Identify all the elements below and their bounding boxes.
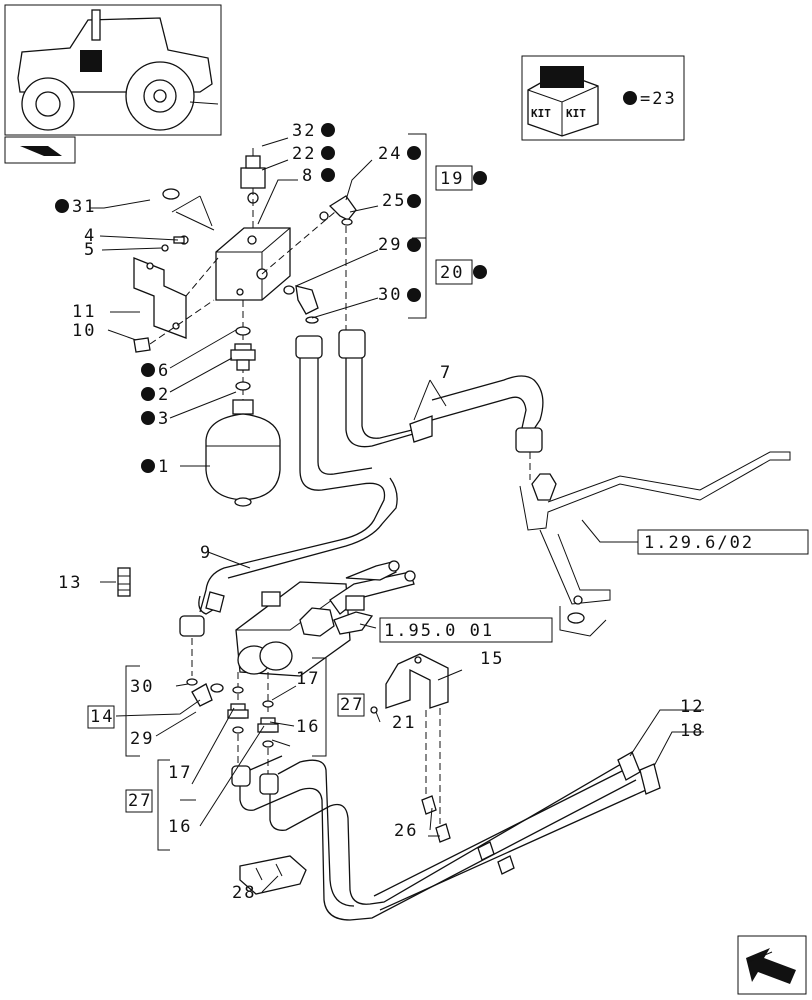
support-bracket xyxy=(519,451,791,637)
callout-17a: 17 xyxy=(296,669,320,689)
hose-9-fitting xyxy=(179,591,225,637)
tractor-thumbnail-icon[interactable] xyxy=(4,4,222,136)
lower-pipes xyxy=(231,751,661,921)
callout-9: 9 xyxy=(200,543,212,563)
nav-back-arrow-icon[interactable] xyxy=(4,136,76,164)
bracket-15 xyxy=(370,653,449,714)
callout-20: 20 xyxy=(440,263,464,283)
range-bracket-top xyxy=(408,133,427,319)
callout-17b: 17 xyxy=(168,763,192,783)
callout-19: 19 xyxy=(440,169,464,189)
ref-box-1-95-0-01[interactable] xyxy=(379,617,553,643)
kit-legend: KIT KIT =23 xyxy=(521,55,685,141)
elbow-fitting-29 xyxy=(283,285,319,324)
pressure-switch-32 xyxy=(240,148,266,204)
leader-lines xyxy=(90,137,704,893)
clip-26 xyxy=(421,795,451,843)
callouts: 32 22 8 24 25 29 30 19 20 31 4 5 11 10 6… xyxy=(55,121,809,903)
callout-1: 1 xyxy=(158,457,170,477)
clip-28 xyxy=(239,855,307,895)
control-valve xyxy=(235,560,416,677)
callout-28: 28 xyxy=(232,883,256,903)
callout-16b: 16 xyxy=(168,817,192,837)
callout-30a: 30 xyxy=(378,285,402,305)
callout-11: 11 xyxy=(72,302,96,322)
kit-box-icon: KIT KIT xyxy=(527,66,599,137)
kit-marker-text: =23 xyxy=(640,89,677,109)
nav-next-arrow-icon[interactable] xyxy=(737,935,807,995)
fitting-16-right xyxy=(257,717,279,733)
ref-link-1-29-6-02[interactable]: 1.29.6/02 xyxy=(644,533,754,553)
elbow-fitting-24 xyxy=(319,195,357,226)
callout-30b: 30 xyxy=(130,677,154,697)
ref-box-19 xyxy=(435,165,473,191)
callout-13: 13 xyxy=(58,573,82,593)
callout-24: 24 xyxy=(378,144,402,164)
callout-25: 25 xyxy=(382,191,406,211)
callout-2: 2 xyxy=(158,385,170,405)
kit-label-right: KIT xyxy=(566,107,586,120)
elbow-fitting-14 xyxy=(191,683,224,707)
pin-13 xyxy=(117,567,131,597)
callout-26: 26 xyxy=(394,821,418,841)
callout-3: 3 xyxy=(158,409,170,429)
ref-link-1-95-0-01[interactable]: 1.95.0 01 xyxy=(384,621,494,641)
callout-29a: 29 xyxy=(378,235,402,255)
ref-box-1-29-6-02[interactable] xyxy=(637,529,809,555)
callout-7: 7 xyxy=(440,363,452,383)
valve-block-8 xyxy=(215,227,291,301)
callout-6: 6 xyxy=(158,361,170,381)
callout-5: 5 xyxy=(84,240,96,260)
adapter-2 xyxy=(230,343,256,371)
callout-18: 18 xyxy=(680,721,704,741)
callout-27b: 27 xyxy=(128,791,152,811)
callout-8: 8 xyxy=(302,166,314,186)
callout-12: 12 xyxy=(680,697,704,717)
range-bracket-27b xyxy=(312,657,327,757)
kit-marker-dot xyxy=(623,91,637,105)
callout-14: 14 xyxy=(90,707,114,727)
callout-29b: 29 xyxy=(130,729,154,749)
callout-31: 31 xyxy=(72,197,96,217)
range-bracket-14 xyxy=(125,665,140,757)
hose-7-left xyxy=(199,329,421,613)
bracket-11 xyxy=(133,235,189,353)
callout-16a: 16 xyxy=(296,717,320,737)
accumulator-1 xyxy=(205,399,281,507)
fitting-16-left xyxy=(227,703,249,719)
ref-box-20 xyxy=(435,259,473,285)
callout-21: 21 xyxy=(392,713,416,733)
callout-15: 15 xyxy=(480,649,504,669)
callout-27a: 27 xyxy=(340,695,364,715)
o-ring-31 xyxy=(162,188,180,200)
range-bracket-27a xyxy=(157,759,170,851)
callout-10: 10 xyxy=(72,321,96,341)
kit-label-left: KIT xyxy=(531,107,551,120)
callout-22: 22 xyxy=(292,144,316,164)
callout-4: 4 xyxy=(84,226,96,246)
callout-32: 32 xyxy=(292,121,316,141)
hose-7-right xyxy=(409,375,544,453)
